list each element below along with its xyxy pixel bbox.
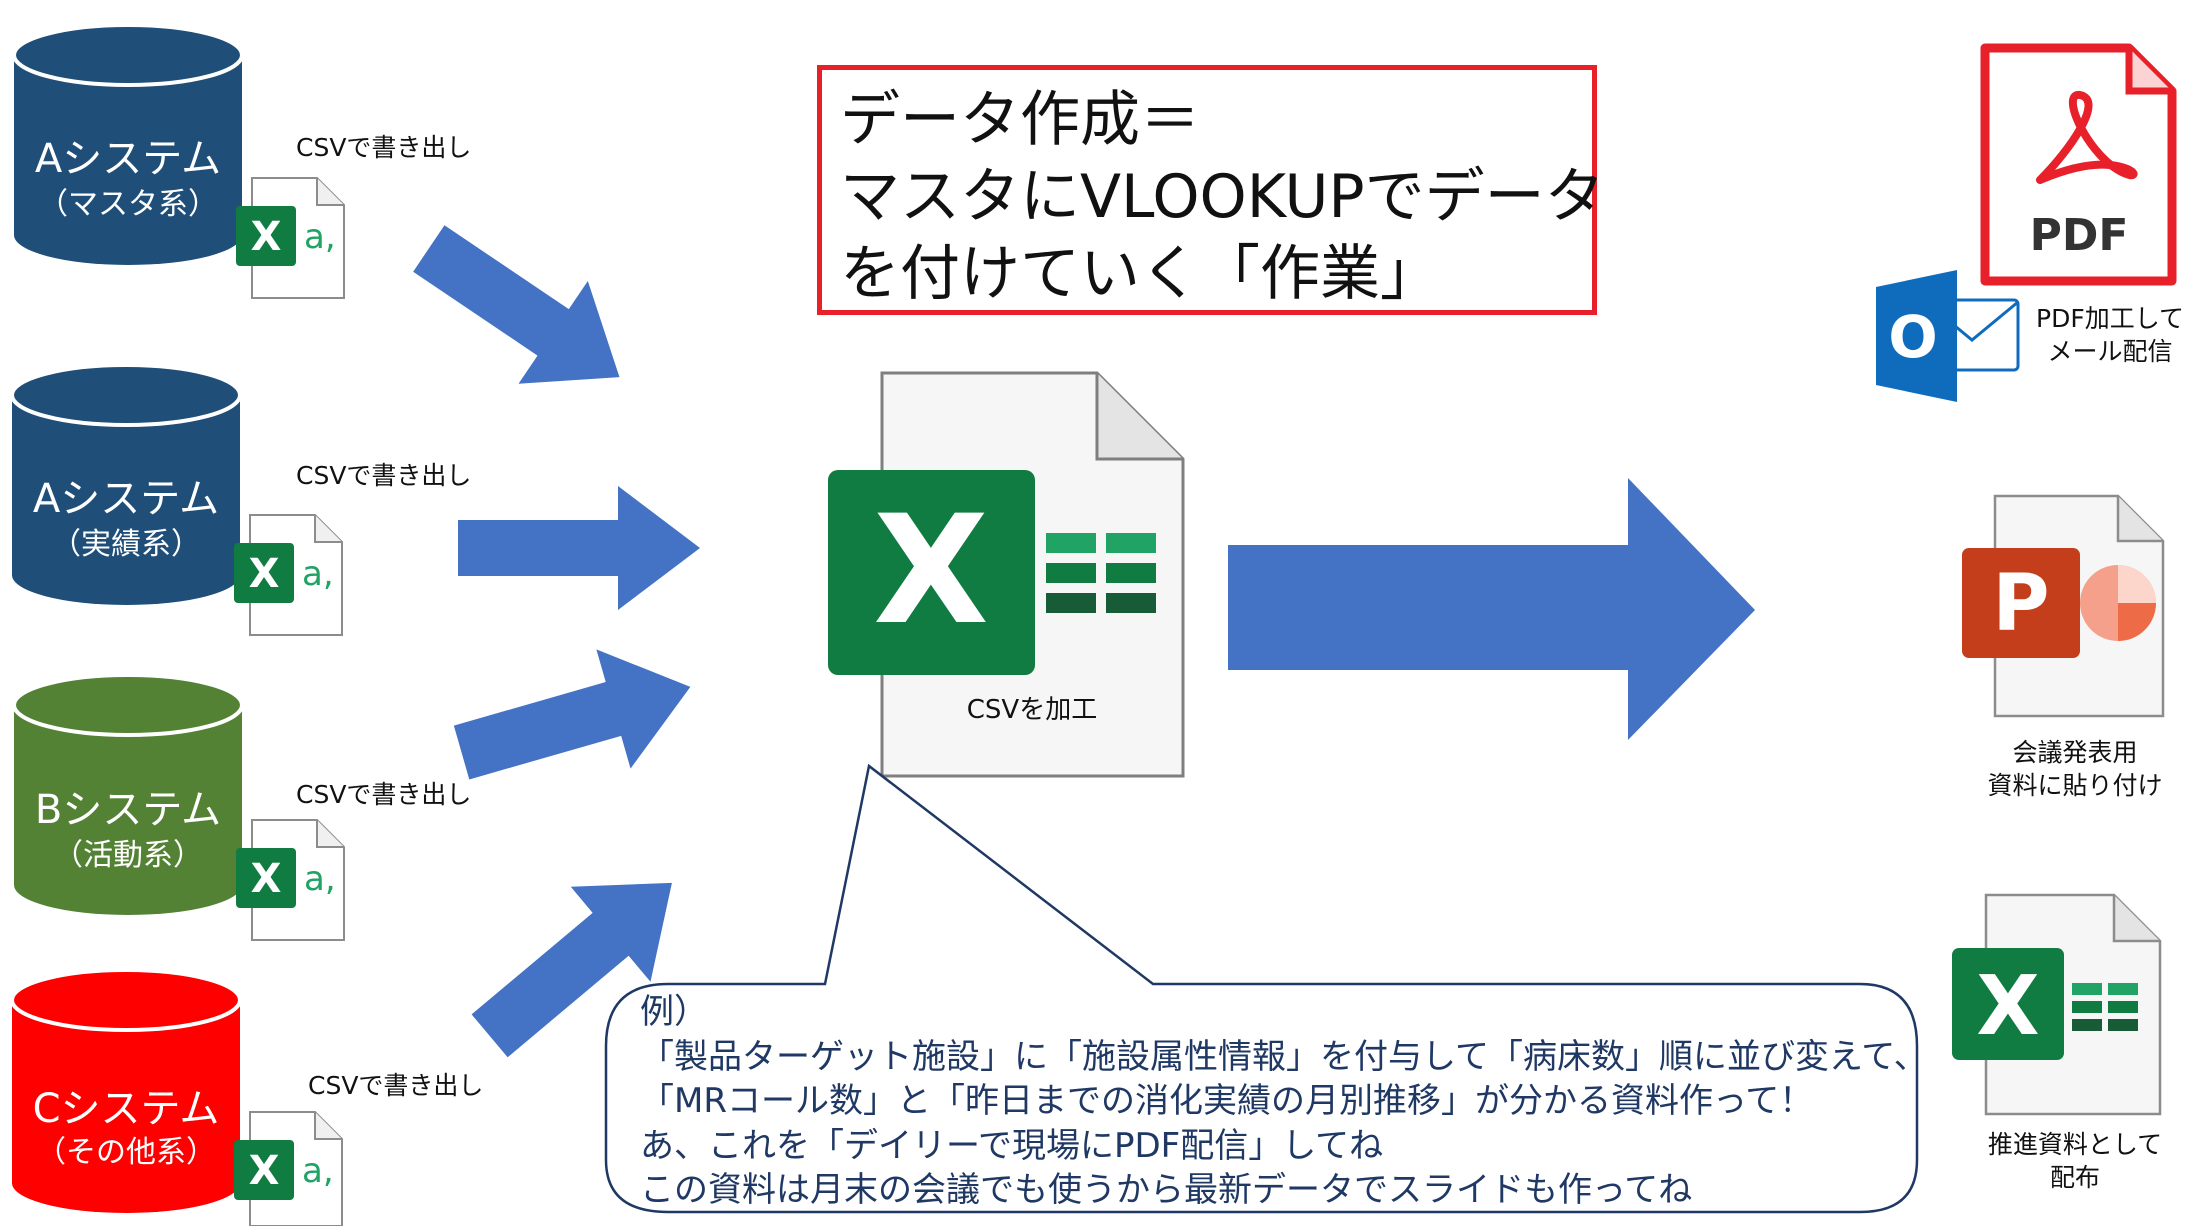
cylinder-top [10,968,242,1032]
cylinder-body [14,55,242,265]
acrobat-swirl-icon [2036,91,2138,184]
system-subtitle: （その他系） [36,1135,216,1170]
spreadsheet-grid-icon [2072,983,2138,1031]
input-arrow [453,649,691,780]
cylinder-body [12,1000,240,1213]
callout-line: 「MRコール数」と「昨日までの消化実績の月別推移」が分かる資料作って！ [640,1081,1814,1121]
cylinder-body [12,395,240,605]
svg-text:X: X [249,551,280,597]
database-cylinder-a-master: Aシステム （マスタ系） [12,23,244,265]
system-subtitle: （活動系） [53,838,203,873]
export-label: CSVで書き出し [296,780,472,809]
center-label: CSVを加工 [967,695,1097,725]
csv-file-icon: X a, [234,514,343,636]
system-subtitle: （マスタ系） [38,187,218,222]
svg-text:O: O [1888,303,1937,371]
cylinder-body [14,705,242,915]
callout-line: 「製品ターゲット施設」に「施設属性情報」を付与して「病床数」順に並び変えて、 [640,1036,1928,1077]
spreadsheet-grid-icon [1046,533,1156,613]
system-title: Aシステム [35,136,221,182]
pdf-icon: PDF [1980,43,2177,286]
database-cylinder-b-activity: Bシステム （活動系） [12,673,244,915]
output-label-pdf-mail: PDF加工して メール配信 [2036,304,2184,366]
svg-text:X: X [1976,959,2039,1054]
cylinder-top [12,673,244,737]
output-label-distribution: 推進資料として 配布 [1987,1130,2163,1192]
csv-file-icon: X a, [236,177,345,299]
export-label: CSVで書き出し [296,461,472,490]
svg-text:X: X [251,856,282,902]
input-arrow [413,225,620,384]
headline-line: データ作成＝ [840,85,1200,155]
export-label: CSVで書き出し [308,1071,484,1100]
headline-line: マスタにVLOOKUPでデータ [840,162,1605,232]
svg-text:P: P [1992,559,2049,649]
svg-text:a,: a, [302,1151,334,1191]
callout-line: 例） [640,992,708,1032]
headline-box: データ作成＝ マスタにVLOOKUPでデータ を付けていく「作業」 [817,65,1605,315]
outlook-icon: O [1876,270,2020,402]
excel-document-icon: X [1952,893,2162,1116]
input-arrow [458,486,700,610]
svg-text:a,: a, [304,217,336,257]
svg-text:X: X [873,484,989,658]
system-title: Bシステム [35,787,221,833]
system-title: Cシステム [33,1086,220,1132]
output-arrow [1228,478,1755,740]
cylinder-top [12,23,244,87]
database-cylinder-a-results: Aシステム （実績系） [10,363,242,605]
database-cylinder-c-other: Cシステム （その他系） [10,968,242,1213]
input-arrow [471,882,672,1058]
callout-text: 例） 「製品ターゲット施設」に「施設属性情報」を付与して「病床数」順に並び変えて… [640,990,1928,1213]
system-subtitle: （実績系） [51,527,201,562]
svg-text:X: X [251,214,282,260]
powerpoint-icon [1962,548,2080,658]
headline-line: を付けていく「作業」 [840,239,1440,309]
system-title: Aシステム [33,476,219,522]
excel-icon [1952,948,2064,1060]
central-excel-document: X CSVを加工 [828,371,1185,778]
cylinder-top [10,363,242,427]
svg-text:a,: a, [302,554,334,594]
excel-icon [828,470,1035,675]
pdf-badge: PDF [2030,210,2129,261]
callout-speech-bubble [604,763,1919,1214]
svg-text:a,: a, [304,859,336,899]
powerpoint-document-icon: P [1962,494,2165,718]
output-label-presentation: 会議発表用 資料に貼り付け [1987,738,2163,800]
csv-file-icon: X a, [236,819,345,941]
callout-line: この資料は月末の会議でも使うから最新データでスライドも作ってね [640,1170,1693,1210]
svg-text:X: X [249,1148,280,1194]
pie-chart-icon [2080,565,2156,641]
csv-file-icon: X a, [234,1111,343,1226]
export-label: CSVで書き出し [296,133,472,162]
callout-line: あ、これを「デイリーで現場にPDF配信」してね [640,1125,1384,1166]
